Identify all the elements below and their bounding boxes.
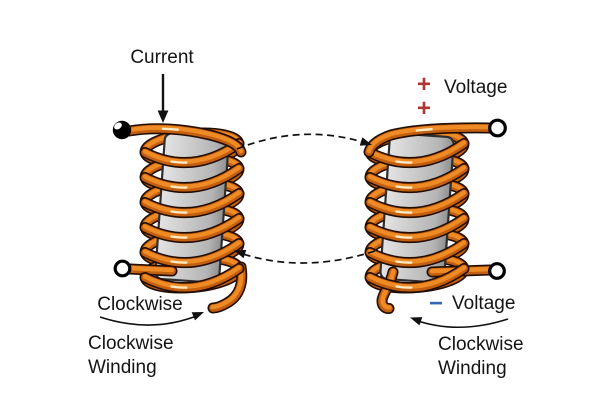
voltage-top-label: Voltage — [444, 77, 508, 98]
terminal-dot-white-bottom-left-icon — [113, 259, 132, 278]
right-winding-line2: Winding — [438, 358, 507, 379]
flux-arrow-top-icon — [236, 133, 374, 150]
current-label: Current — [130, 47, 194, 68]
voltage-plus-sign-bottom: + — [416, 95, 431, 122]
flux-arrow-bottom-icon — [232, 246, 376, 264]
clockwise-label: Clockwise — [97, 294, 183, 315]
left-winding-line2: Winding — [88, 357, 157, 378]
voltage-plus-sign-top: + — [416, 71, 431, 98]
terminal-dot-black-icon — [112, 120, 132, 140]
right-coil-illustration — [369, 127, 490, 309]
current-arrow-icon — [157, 74, 169, 123]
left-bottom-lead-wire — [130, 268, 172, 271]
left-coil-illustration — [129, 128, 242, 308]
right-winding-label: Clockwise Winding — [438, 333, 524, 381]
left-winding-label: Clockwise Winding — [88, 332, 174, 380]
voltage-minus-sign: − — [428, 290, 443, 317]
terminal-dot-white-bottom-right-icon — [488, 262, 506, 280]
right-winding-line1: Clockwise — [438, 334, 524, 355]
terminal-dot-white-top-right-icon — [488, 118, 507, 138]
voltage-bottom-label: Voltage — [452, 293, 516, 314]
left-winding-line1: Clockwise — [88, 333, 174, 354]
winding-arrow-right-icon — [408, 313, 509, 329]
winding-arrow-left-icon — [99, 307, 206, 326]
